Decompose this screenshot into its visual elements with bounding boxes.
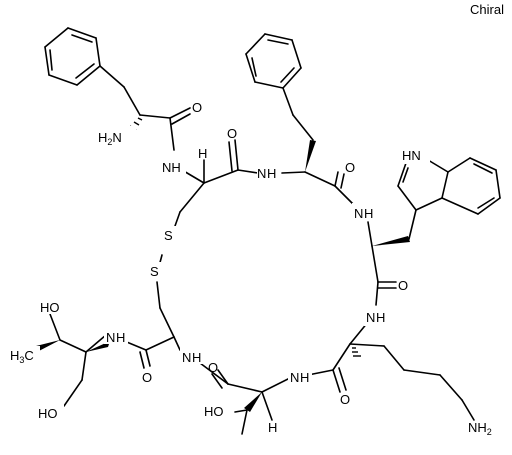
- atom-o-c: O: [398, 278, 408, 293]
- atom-h-g: H: [300, 370, 309, 385]
- atom-o-phe1: O: [192, 100, 202, 115]
- atom-s1: S: [164, 228, 173, 243]
- atom-ho-bottom: HO: [38, 406, 58, 421]
- atom-ho-thr: HO: [204, 404, 224, 419]
- atom-ho-top: HO: [40, 300, 60, 315]
- atom-n-c: N: [354, 206, 363, 221]
- atom-n-e: N: [106, 330, 115, 345]
- atom-h-a: H: [198, 146, 207, 161]
- atom-n-d: N: [366, 310, 375, 325]
- atom-h-f: H: [192, 350, 201, 365]
- atom-o-g: O: [340, 392, 350, 407]
- atom-h3c: H3C: [10, 348, 34, 365]
- atom-o-e: O: [142, 370, 152, 385]
- atom-o-a: O: [227, 126, 237, 141]
- atom-o-b: O: [345, 160, 355, 175]
- atom-hn-indole: HN: [402, 148, 421, 163]
- atom-h-d: H: [376, 310, 385, 325]
- atom-h-e: H: [116, 330, 125, 345]
- atom-h-c: H: [364, 206, 373, 221]
- bonds: [36, 27, 501, 435]
- chiral-flag: Chiral: [470, 2, 504, 17]
- atom-n-b: N: [257, 166, 266, 181]
- atom-n-g: N: [290, 370, 299, 385]
- atom-h-g2: H: [268, 420, 277, 435]
- atom-nh2-top: H2N: [98, 130, 122, 147]
- atom-nh2-bottom: NH2: [468, 420, 492, 437]
- atom-nh-a: NH: [162, 160, 181, 175]
- atom-labels: H2N O NH H O N H O HN N H O S S N H HO H…: [8, 100, 492, 437]
- atom-h-b: H: [267, 166, 276, 181]
- atom-s2: S: [150, 264, 159, 279]
- atom-n-f: N: [182, 350, 191, 365]
- atom-o-f: O: [208, 360, 218, 375]
